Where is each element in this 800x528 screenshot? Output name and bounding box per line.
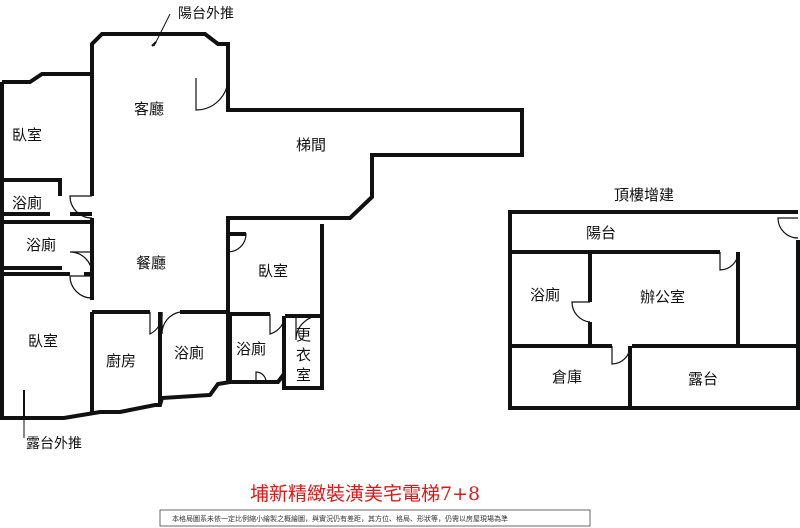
bathroom-bottom-label: 浴廁 [174, 344, 204, 362]
bathroom-small-label: 浴廁 [12, 194, 42, 212]
disclaimer-box [159, 509, 591, 527]
rooftop-storage-label: 倉庫 [552, 368, 582, 386]
rooftop-office-label: 辦公室 [640, 288, 685, 306]
living-room-label: 客廳 [134, 100, 164, 118]
stairwell-label: 梯間 [296, 136, 326, 154]
disclaimer-text: 本格局圖系未依一定比例縮小繪製之概繪圖，與實況仍有差距，其方位、格局、形狀等，仍… [172, 514, 508, 523]
main-floor-doors [23, 41, 323, 418]
rooftop-walls [508, 210, 800, 410]
balcony-push-label: 陽台外推 [178, 6, 234, 22]
rooftop-balcony-label: 陽台 [586, 224, 616, 242]
closet-label-3: 室 [296, 366, 311, 384]
listing-title: 埔新精緻裝潢美宅電梯7+8 [250, 483, 480, 505]
kitchen-label: 廚房 [106, 352, 136, 370]
bathroom-left-label: 浴廁 [26, 236, 56, 254]
rooftop-doors [571, 217, 799, 365]
rooftop-terrace-label: 露台 [688, 370, 718, 388]
bedroom-bottom-left-label: 臥室 [28, 332, 58, 350]
main-floor-walls [0, 32, 524, 420]
closet-label-1: 更 [296, 326, 311, 344]
bedroom-top-left-label: 臥室 [12, 126, 42, 144]
bedroom-mid-label: 臥室 [258, 262, 288, 280]
balcony-leader-line [153, 13, 171, 47]
bathroom-right-label: 浴廁 [236, 340, 266, 358]
rooftop-bathroom-label: 浴廁 [530, 286, 560, 304]
rooftop-heading: 頂樓增建 [614, 186, 674, 204]
terrace-push-label: 露台外推 [26, 436, 82, 452]
closet-label-2: 衣 [296, 346, 311, 364]
dining-room-label: 餐廳 [136, 254, 166, 272]
